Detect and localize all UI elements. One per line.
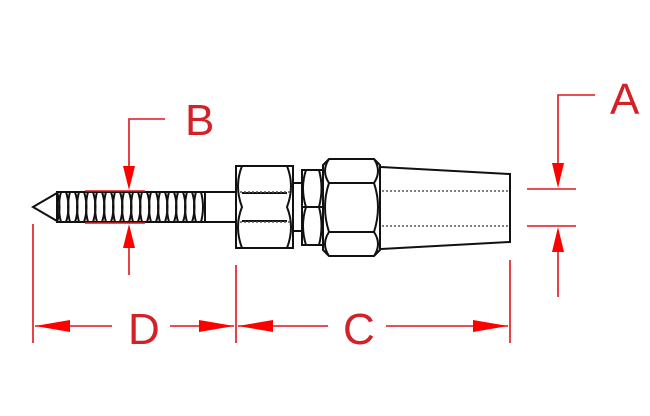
hex-nut-2 [301, 169, 324, 246]
swage-sleeve [379, 165, 511, 251]
dimension-a [527, 94, 595, 297]
extension-lines [32, 224, 511, 343]
dimension-b [85, 118, 165, 275]
dimension-c [238, 320, 508, 332]
screw-tip [31, 191, 58, 223]
hex-nut-1 [235, 165, 294, 249]
lag-screw [31, 191, 237, 223]
dimension-d [35, 320, 234, 332]
dimension-label-b: B [185, 96, 214, 145]
dimension-label-a: A [610, 75, 640, 124]
dimension-label-c: C [343, 305, 375, 354]
hex-body [322, 158, 381, 257]
dimension-label-d: D [128, 305, 160, 354]
screw-shank [204, 191, 237, 223]
screw-threads [56, 191, 204, 223]
nut-spacer [292, 182, 303, 232]
